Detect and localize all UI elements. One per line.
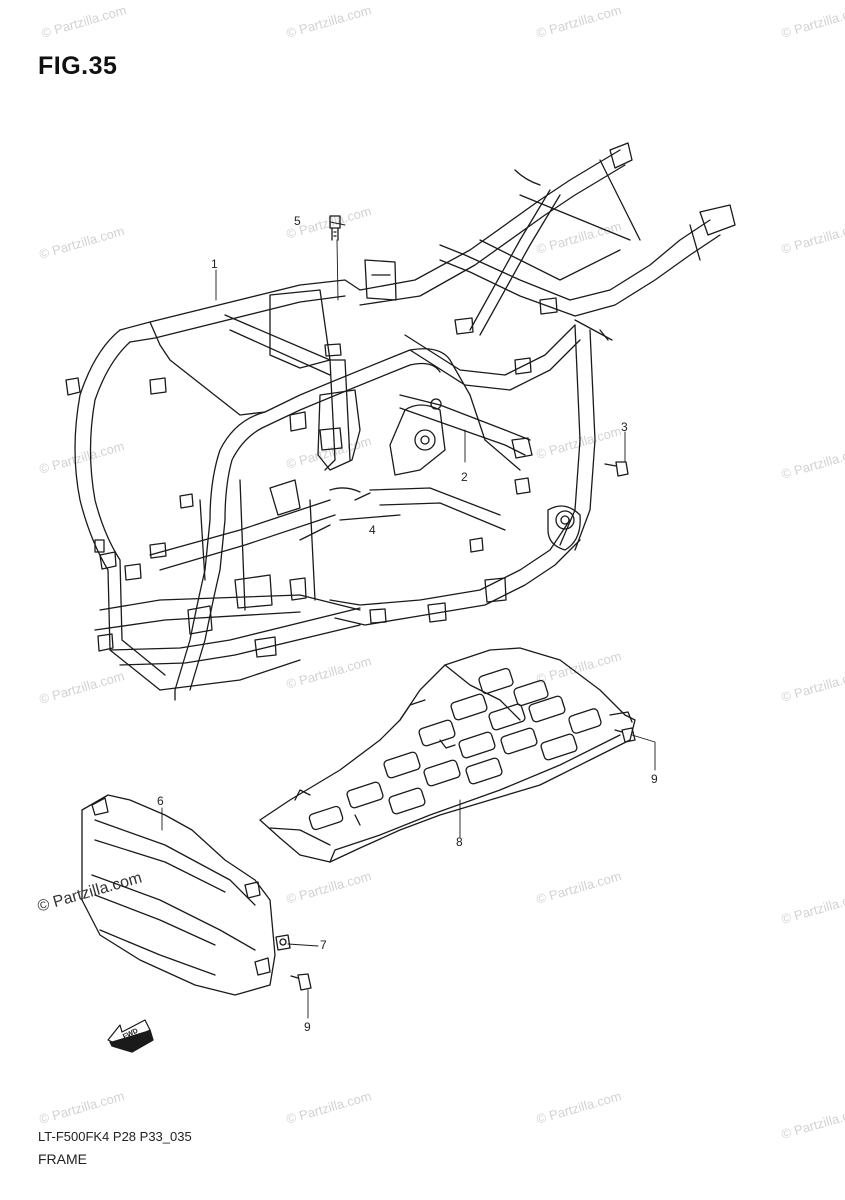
fwd-arrow-icon [107, 1019, 154, 1053]
bolt-part-5 [329, 215, 341, 241]
skid-plate [259, 647, 636, 863]
callout-part-4: 4 [369, 523, 376, 537]
front-guard [81, 794, 276, 996]
diagram-code: LT-F500FK4 P28 P33_035 [38, 1129, 192, 1144]
callout-part-2: 2 [461, 470, 468, 484]
callout-part-8: 8 [456, 835, 463, 849]
leader-lines [161, 221, 656, 1019]
callout-part-9-upper: 9 [651, 772, 658, 786]
callout-part-6: 6 [157, 794, 164, 808]
frame-assembly [65, 142, 736, 701]
diagram-section-name: FRAME [38, 1151, 87, 1167]
callout-part-5: 5 [294, 214, 301, 228]
callout-part-7: 7 [320, 938, 327, 952]
bolt-part-3 [604, 461, 629, 477]
callout-part-1: 1 [211, 257, 218, 271]
bolt-part-9-lower [290, 973, 312, 991]
callout-part-9-lower: 9 [304, 1020, 311, 1034]
callout-part-3: 3 [621, 420, 628, 434]
clip-part-7 [275, 934, 291, 951]
bolt-part-9-upper [614, 727, 636, 743]
figure-title: FIG.35 [38, 52, 118, 80]
